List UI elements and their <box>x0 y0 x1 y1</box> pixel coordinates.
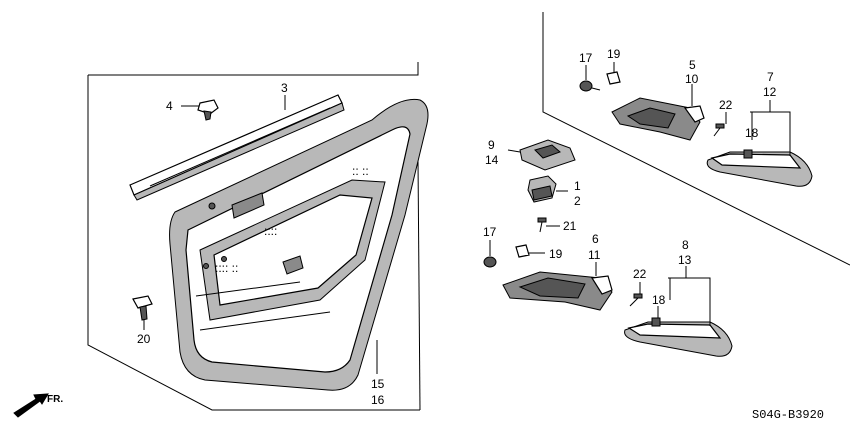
callout-19-upper: 19 <box>607 47 621 61</box>
front-arrow-icon <box>13 393 49 418</box>
switch-part-1-2 <box>527 175 568 203</box>
inner-handle-part-5-10 <box>611 84 705 141</box>
clip-part-18-lower <box>651 306 661 327</box>
diagram-code: S04G-B3920 <box>752 408 824 422</box>
front-direction-indicator: FR. <box>13 393 63 418</box>
callout-12: 12 <box>763 85 777 99</box>
callout-22-upper: 22 <box>719 98 733 112</box>
callout-17-lower: 17 <box>483 225 497 239</box>
callout-16: 16 <box>371 393 385 407</box>
screw-part-22-lower <box>629 282 643 307</box>
inner-handle-part-6-11 <box>502 262 613 311</box>
callout-6: 6 <box>592 232 599 246</box>
callout-3: 3 <box>281 81 288 95</box>
door-panel-boundary <box>87 62 421 411</box>
weatherstrip-part-3 <box>129 94 345 201</box>
screw-part-21 <box>537 217 560 233</box>
callout-11: 11 <box>588 248 601 262</box>
callout-18-upper: 18 <box>745 126 759 140</box>
svg-text:::::: :::: <box>264 224 277 238</box>
clip-part-18-upper <box>743 149 753 159</box>
svg-text::::: ::: :::: :: <box>215 261 238 275</box>
armrest-cover-part-8-13 <box>624 266 733 357</box>
svg-text::: ::: :: :: <box>352 164 369 178</box>
screw-part-22-upper <box>713 112 727 137</box>
callout-1: 1 <box>574 179 581 193</box>
door-lining-part-15-16: :: :: :::: :::: :: <box>169 98 429 391</box>
callout-13: 13 <box>678 253 692 267</box>
callout-20: 20 <box>137 332 151 346</box>
callout-5: 5 <box>689 58 696 72</box>
grommet-part-17-upper <box>579 65 601 92</box>
grommet-part-17-lower <box>483 240 497 268</box>
push-clip-part-20 <box>132 295 153 330</box>
callout-7: 7 <box>767 70 774 84</box>
callout-21: 21 <box>563 219 577 233</box>
callout-19-lower: 19 <box>549 247 563 261</box>
clip-nut-part-19-lower <box>515 244 545 258</box>
callout-18-lower: 18 <box>652 293 666 307</box>
callout-8: 8 <box>682 238 689 252</box>
callout-9: 9 <box>488 138 495 152</box>
callout-2: 2 <box>574 194 581 208</box>
callout-22-lower: 22 <box>633 267 647 281</box>
callout-17-upper: 17 <box>579 51 593 65</box>
background-outline <box>542 12 850 266</box>
callout-4: 4 <box>166 99 173 113</box>
callout-labels: 1 2 3 4 5 6 7 8 9 10 11 12 13 14 15 16 1… <box>137 47 777 407</box>
switch-bezel-part-9-14 <box>507 139 576 171</box>
callout-14: 14 <box>485 153 499 167</box>
armrest-cover-part-7-12 <box>706 100 813 187</box>
callout-15: 15 <box>371 377 385 391</box>
clip-fastener-part-4 <box>181 99 219 121</box>
front-direction-label: FR. <box>47 394 63 405</box>
clip-nut-part-19-upper <box>606 62 621 85</box>
callout-10: 10 <box>685 72 699 86</box>
